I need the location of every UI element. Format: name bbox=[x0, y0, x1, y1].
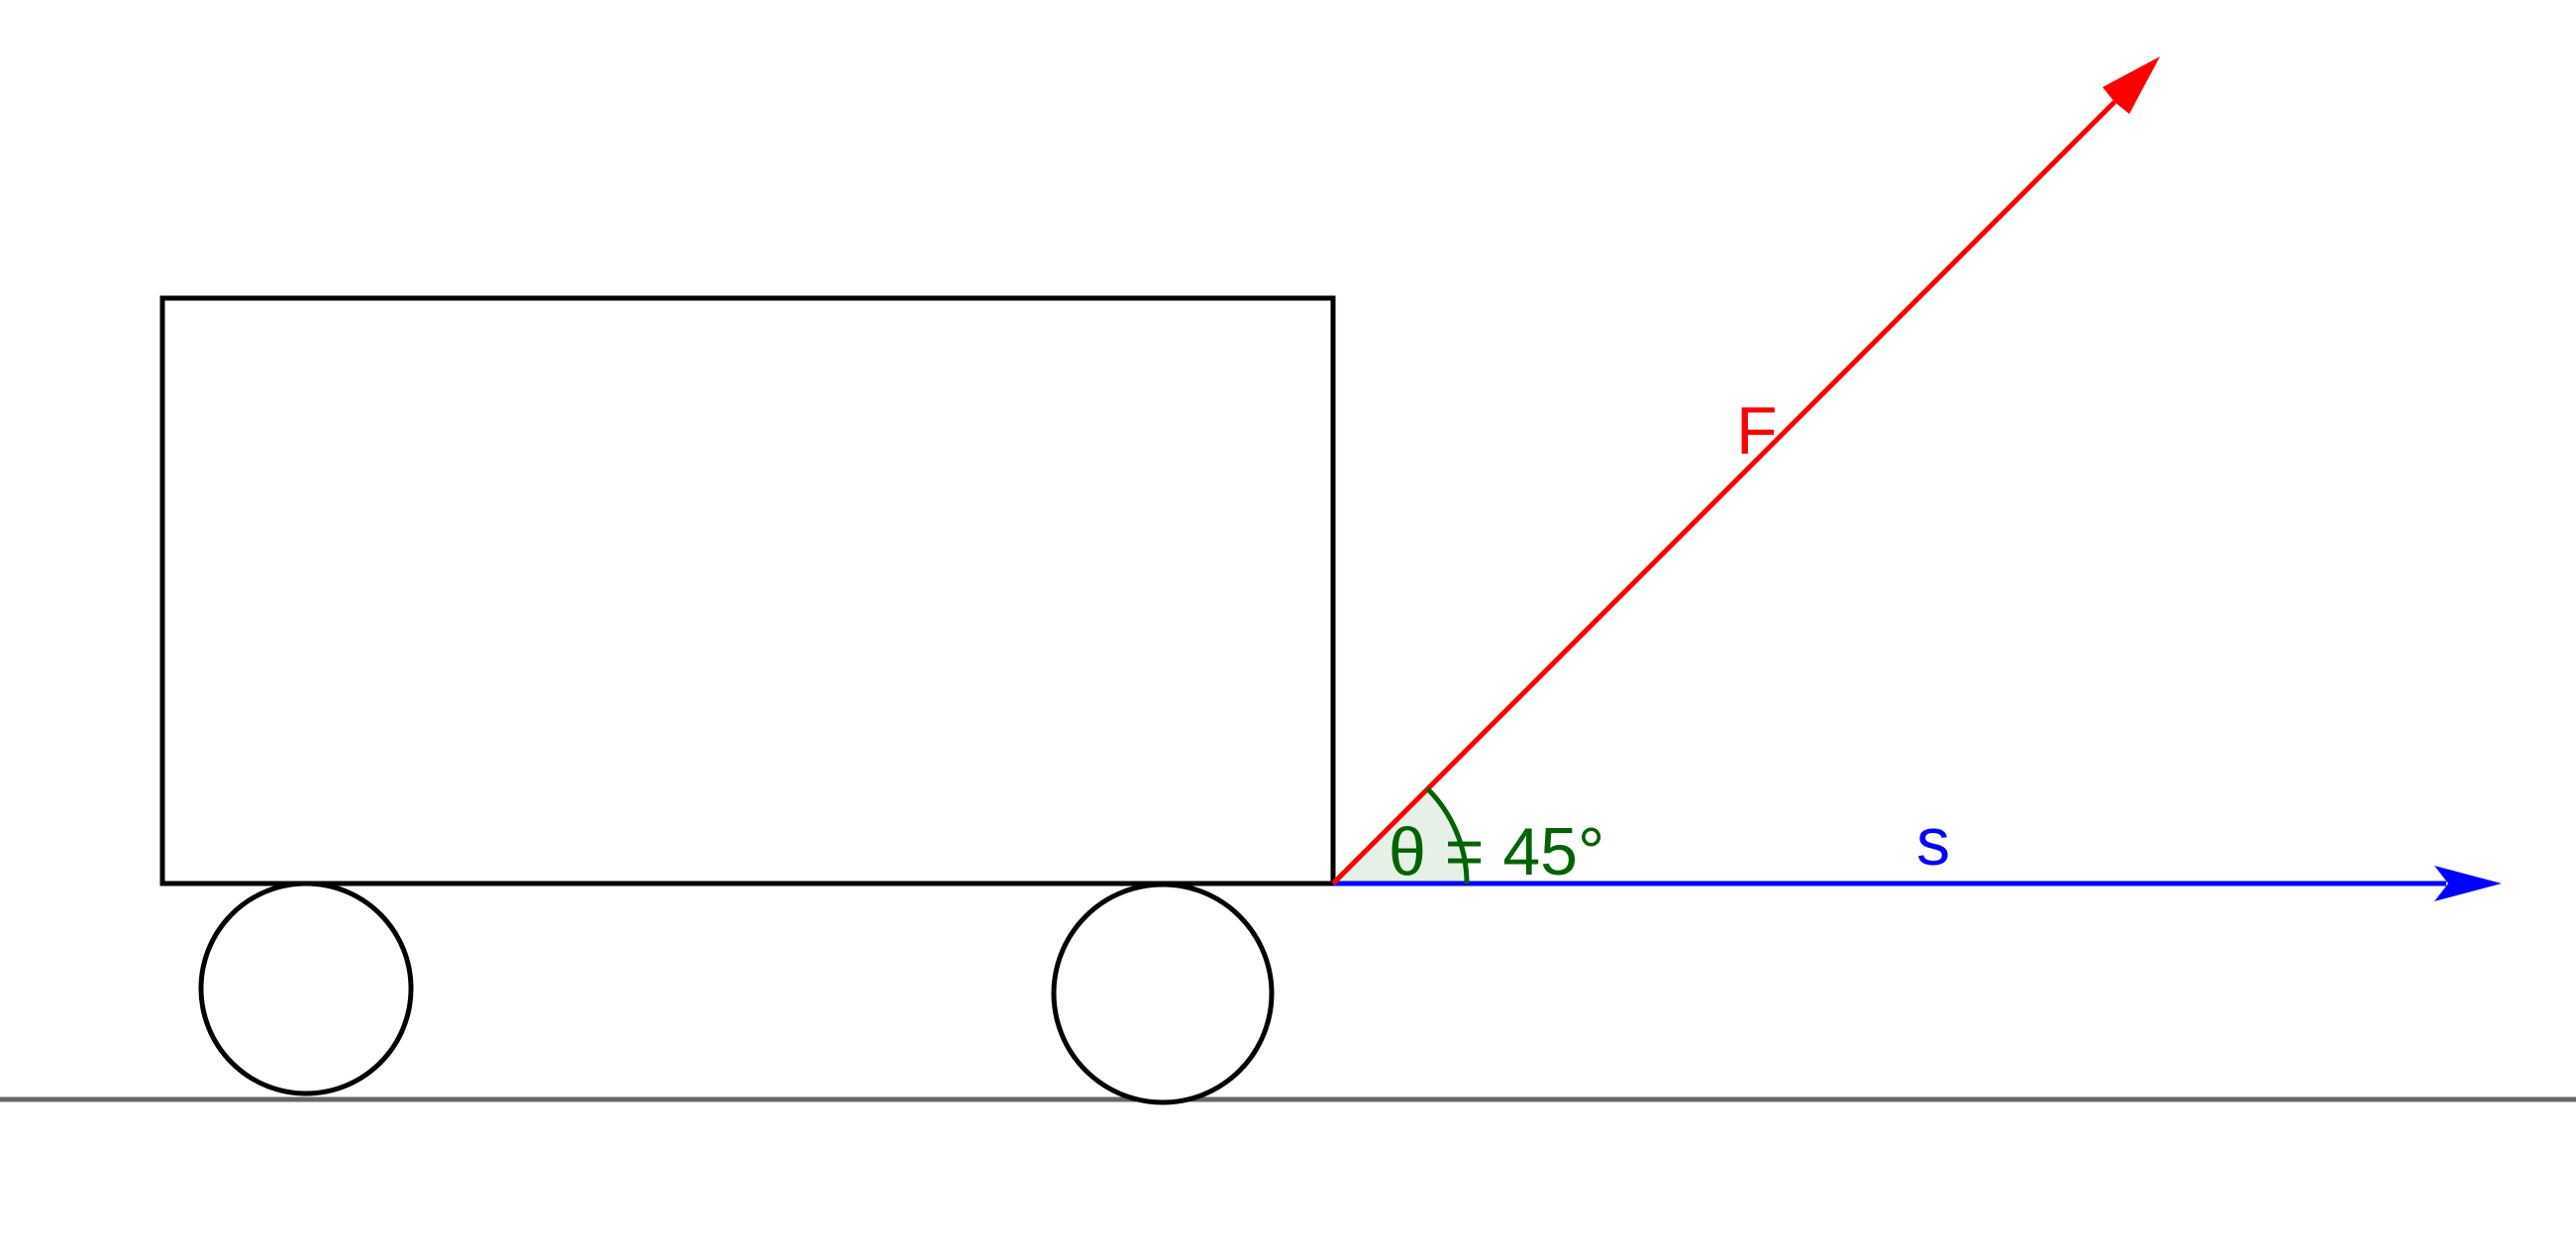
displacement-label: s bbox=[1916, 804, 1950, 880]
cart-body bbox=[159, 295, 1336, 886]
force-arrowhead bbox=[2103, 56, 2160, 114]
cart-wheel-left bbox=[198, 881, 414, 1096]
angle-label: θ = 45° bbox=[1389, 814, 1604, 889]
force-vector-line bbox=[1331, 100, 2116, 885]
cart-wheel-right bbox=[1051, 882, 1275, 1105]
force-label: F bbox=[1736, 393, 1778, 468]
displacement-arrowhead bbox=[2434, 866, 2502, 901]
angle-wedge bbox=[1333, 788, 1467, 884]
angle-arc bbox=[1425, 786, 1470, 884]
